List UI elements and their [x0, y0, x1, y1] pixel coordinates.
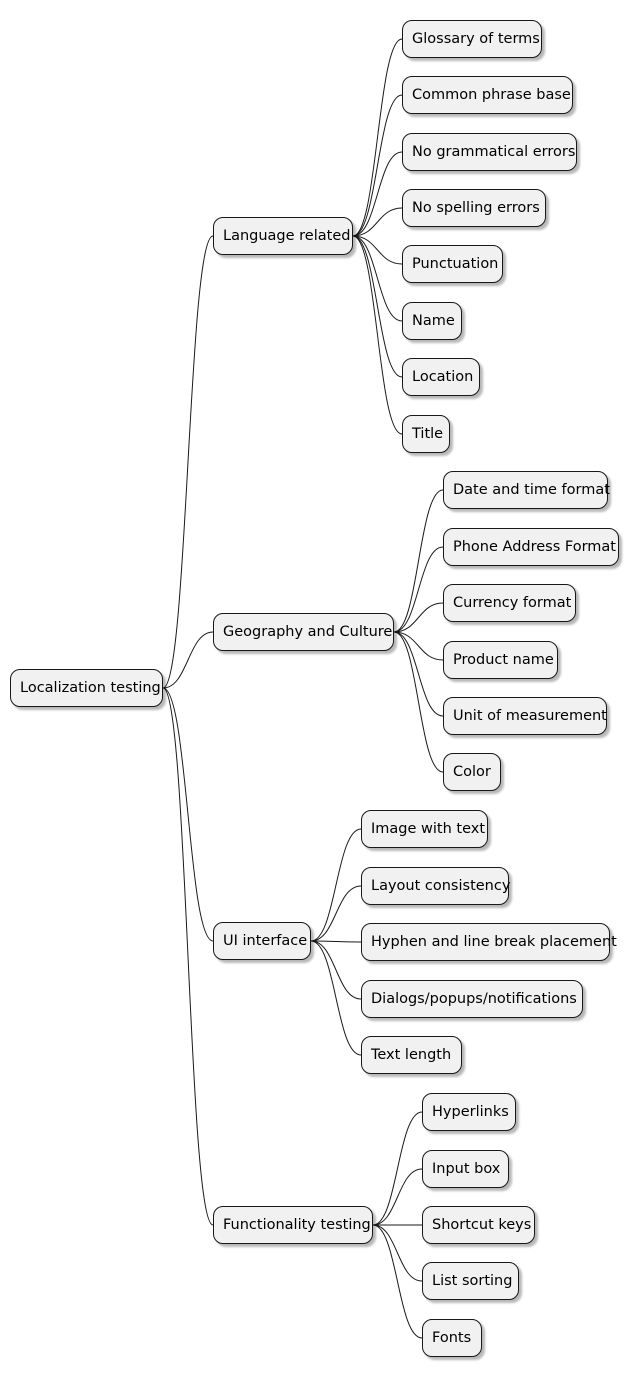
leaf-label: Fonts [432, 1330, 472, 1346]
leaf-label: Location [412, 369, 474, 385]
branch-label: Language related [223, 228, 351, 244]
leaf-label: No grammatical errors [412, 144, 576, 160]
connector-branch-to-leaf [352, 235, 403, 378]
connector-root-to-branch [162, 687, 214, 1226]
leaf-label: Product name [453, 652, 554, 668]
leaf-label: Glossary of terms [412, 31, 540, 47]
leaf-currency-format: Currency format [443, 584, 576, 622]
leaf-location: Location [402, 358, 480, 396]
connector-branch-to-leaf [352, 235, 403, 435]
leaf-dialogs-popups-notifications: Dialogs/popups/notifications [361, 980, 583, 1018]
leaf-label: Name [412, 313, 455, 329]
leaf-text-length: Text length [361, 1036, 462, 1074]
leaf-label: Input box [432, 1161, 501, 1177]
leaf-label: Currency format [453, 595, 572, 611]
leaf-input-box: Input box [422, 1150, 509, 1188]
leaf-product-name: Product name [443, 641, 558, 679]
branch-functionality-testing: Functionality testing [213, 1206, 373, 1244]
leaf-color: Color [443, 753, 501, 791]
leaf-layout-consistency: Layout consistency [361, 867, 511, 905]
leaf-title: Title [402, 415, 450, 453]
leaf-common-phrase-base: Common phrase base [402, 76, 573, 114]
root-node: Localization testing [10, 669, 163, 707]
connector-branch-to-leaf [393, 546, 444, 633]
branch-label: Functionality testing [223, 1217, 371, 1233]
leaf-label: Common phrase base [412, 87, 571, 103]
connector-branch-to-leaf [372, 1111, 423, 1226]
leaf-list-sorting: List sorting [422, 1262, 519, 1300]
branch-geography-and-culture: Geography and Culture [213, 613, 394, 651]
leaf-no-spelling-errors: No spelling errors [402, 189, 546, 227]
leaf-fonts: Fonts [422, 1319, 482, 1357]
leaf-label: Color [453, 764, 491, 780]
connector-root-to-branch [162, 235, 214, 689]
connector-root-to-branch [162, 631, 214, 689]
connector-branch-to-leaf [393, 631, 444, 661]
branch-ui-interface: UI interface [213, 922, 311, 960]
leaf-name: Name [402, 302, 462, 340]
connector-branch-to-leaf [310, 940, 362, 1000]
connector-branch-to-leaf [352, 94, 403, 237]
leaf-date-and-time-format: Date and time format [443, 471, 610, 509]
connector-branch-to-leaf [393, 631, 444, 773]
connector-branch-to-leaf [393, 631, 444, 717]
leaf-label: List sorting [432, 1273, 513, 1289]
connector-branch-to-leaf [310, 828, 362, 942]
branch-language-related: Language related [213, 217, 353, 255]
connector-branch-to-leaf [352, 151, 403, 237]
connector-branch-to-leaf [372, 1224, 423, 1339]
leaf-label: Phone Address Format [453, 539, 616, 555]
leaf-label: Unit of measurement [453, 708, 607, 724]
connector-branch-to-leaf [352, 38, 403, 237]
leaf-label: Punctuation [412, 256, 499, 272]
leaf-unit-of-measurement: Unit of measurement [443, 697, 607, 735]
root-node-label: Localization testing [20, 680, 161, 696]
leaf-label: No spelling errors [412, 200, 540, 216]
connector-branch-to-leaf [310, 940, 362, 1056]
leaf-glossary-of-terms: Glossary of terms [402, 20, 542, 58]
connector-branch-to-leaf [372, 1168, 423, 1226]
leaf-label: Date and time format [453, 482, 610, 498]
leaf-phone-address-format: Phone Address Format [443, 528, 619, 566]
leaf-label: Dialogs/popups/notifications [371, 991, 577, 1007]
leaf-shortcut-keys: Shortcut keys [422, 1206, 535, 1244]
connector-branch-to-leaf [352, 207, 403, 237]
leaf-label: Hyperlinks [432, 1104, 509, 1120]
leaf-hyperlinks: Hyperlinks [422, 1093, 516, 1131]
leaf-hyphen-and-line-break-placement: Hyphen and line break placement [361, 923, 617, 961]
leaf-label: Image with text [371, 821, 486, 837]
leaf-image-with-text: Image with text [361, 810, 488, 848]
connector-branch-to-leaf [310, 885, 362, 942]
connector-root-to-branch [162, 687, 214, 942]
connector-branch-to-leaf [393, 602, 444, 633]
connector-branch-to-leaf [310, 940, 362, 943]
leaf-label: Text length [371, 1047, 452, 1063]
leaf-label: Title [412, 426, 444, 442]
connector-branch-to-leaf [393, 489, 444, 633]
connector-branch-to-leaf [372, 1224, 423, 1282]
branch-label: Geography and Culture [223, 624, 393, 640]
branch-label: UI interface [223, 933, 308, 949]
leaf-label: Layout consistency [371, 878, 511, 894]
connector-branch-to-leaf [352, 235, 403, 265]
leaf-label: Hyphen and line break placement [371, 934, 617, 950]
leaf-no-grammatical-errors: No grammatical errors [402, 133, 577, 171]
leaf-punctuation: Punctuation [402, 245, 503, 283]
leaf-label: Shortcut keys [432, 1217, 532, 1233]
connector-branch-to-leaf [352, 235, 403, 322]
